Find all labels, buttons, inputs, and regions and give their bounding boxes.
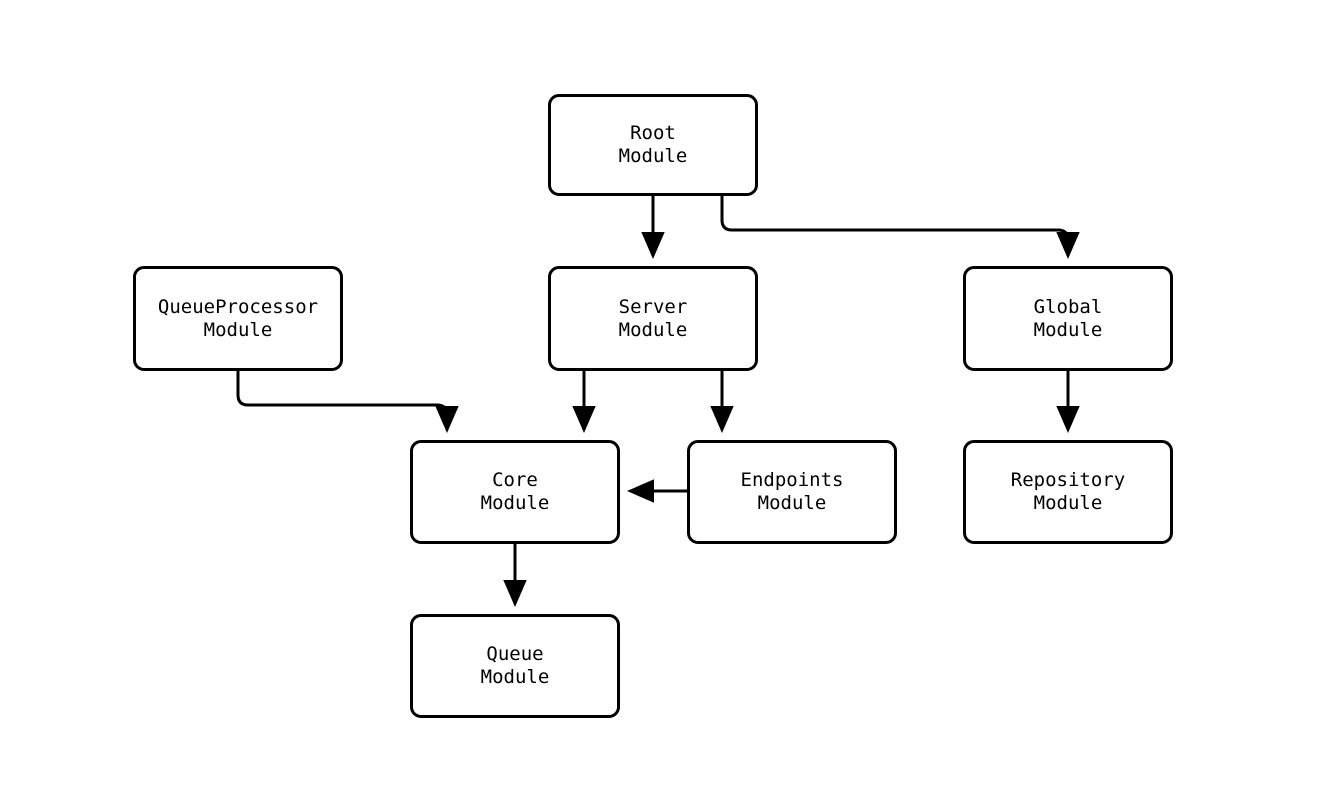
node-label-line1: Server: [618, 295, 688, 318]
node-label-line2: Module: [1033, 318, 1103, 341]
node-label-line1: Endpoints: [740, 469, 844, 491]
node-label-line1: Queue: [486, 643, 544, 665]
node-label-line2: Module: [203, 318, 273, 341]
node-label-line1: QueueProcessor: [157, 295, 319, 318]
node-label-line2: Module: [480, 666, 550, 688]
node-label-line1: Repository: [1010, 469, 1126, 491]
node-label-line2: Module: [480, 492, 550, 514]
edge-queueprocessor-core: [236, 371, 459, 433]
node-label-line2: Module: [618, 318, 688, 341]
node-label-line2: Module: [618, 145, 688, 167]
node-label-line1: Core: [492, 469, 538, 491]
edge-root-global: [720, 196, 1080, 259]
node-label-line2: Module: [757, 492, 827, 514]
node-label-line1: Root: [630, 122, 676, 144]
node-label-line2: Module: [1033, 492, 1103, 514]
node-label-line1: Global: [1033, 295, 1103, 318]
